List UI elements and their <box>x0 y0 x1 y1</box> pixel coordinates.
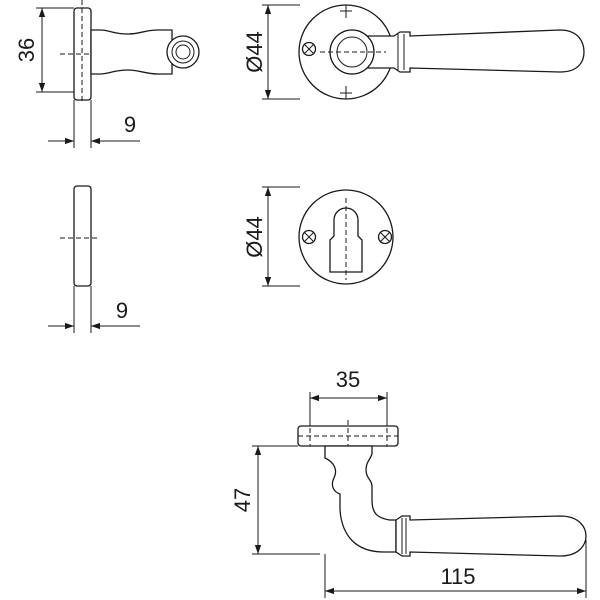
lever-grip-top <box>395 515 587 557</box>
dim-label-115: 115 <box>440 564 475 589</box>
dim-label-47: 47 <box>230 488 255 512</box>
lever-neck-side <box>90 29 173 75</box>
dimension-escutcheon-thickness: 9 <box>48 286 140 333</box>
lever-top-view <box>297 420 587 557</box>
dimension-rose-thickness: 9 <box>48 100 140 148</box>
escutcheon-plate-side <box>73 185 92 287</box>
dimension-escutcheon-diameter: Ø44 <box>242 186 300 287</box>
escutcheon-front-view <box>298 189 394 285</box>
dim-label-d44-top: Ø44 <box>242 31 267 73</box>
dim-label-d44-middle: Ø44 <box>242 216 267 258</box>
dim-label-35: 35 <box>336 367 360 392</box>
keyhole-profile-cylinder <box>329 207 363 273</box>
screw-left <box>301 41 317 57</box>
escutcheon-side-view <box>60 185 100 287</box>
dim-label-36: 36 <box>14 38 39 62</box>
escutcheon-screw-left <box>301 229 317 245</box>
dim-label-9-top: 9 <box>124 112 136 137</box>
lever-front-view <box>298 4 585 100</box>
lever-handle-front <box>355 29 585 73</box>
dimension-lever-projection: 47 <box>230 445 320 555</box>
dimension-rose-height: 36 <box>14 7 74 93</box>
escutcheon-front <box>298 189 394 285</box>
lever-neck-top <box>324 445 397 553</box>
dimension-lever-rose-width: 35 <box>309 367 388 426</box>
dim-label-9-middle: 9 <box>116 298 128 323</box>
dimension-lever-length: 115 <box>324 540 587 598</box>
lever-side-view <box>60 0 200 104</box>
dimension-rose-diameter: Ø44 <box>242 4 300 100</box>
escutcheon-screw-right <box>377 229 393 245</box>
